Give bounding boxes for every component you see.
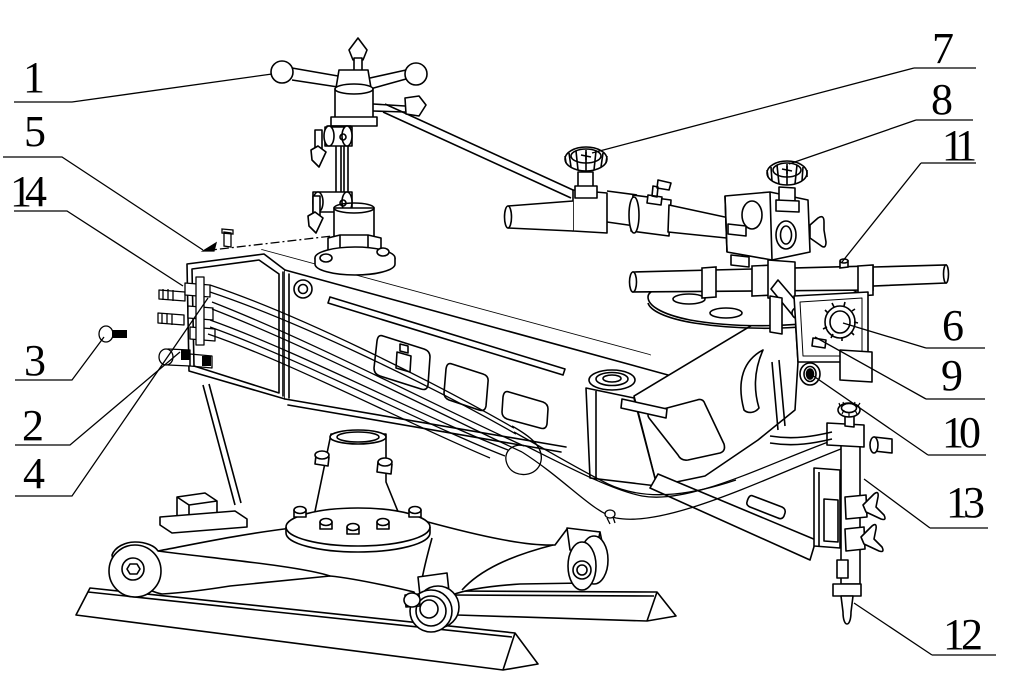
svg-text:2: 2 (22, 401, 44, 450)
svg-text:4: 4 (23, 449, 45, 498)
svg-text:6: 6 (942, 301, 964, 350)
svg-text:12: 12 (943, 610, 981, 659)
svg-text:7: 7 (932, 24, 954, 73)
svg-text:13: 13 (946, 478, 984, 527)
svg-text:8: 8 (931, 75, 953, 124)
svg-text:11: 11 (942, 121, 975, 170)
svg-text:10: 10 (942, 408, 980, 457)
svg-text:5: 5 (24, 107, 46, 156)
svg-text:9: 9 (941, 351, 963, 400)
svg-text:3: 3 (24, 336, 46, 385)
svg-text:1: 1 (23, 53, 45, 102)
